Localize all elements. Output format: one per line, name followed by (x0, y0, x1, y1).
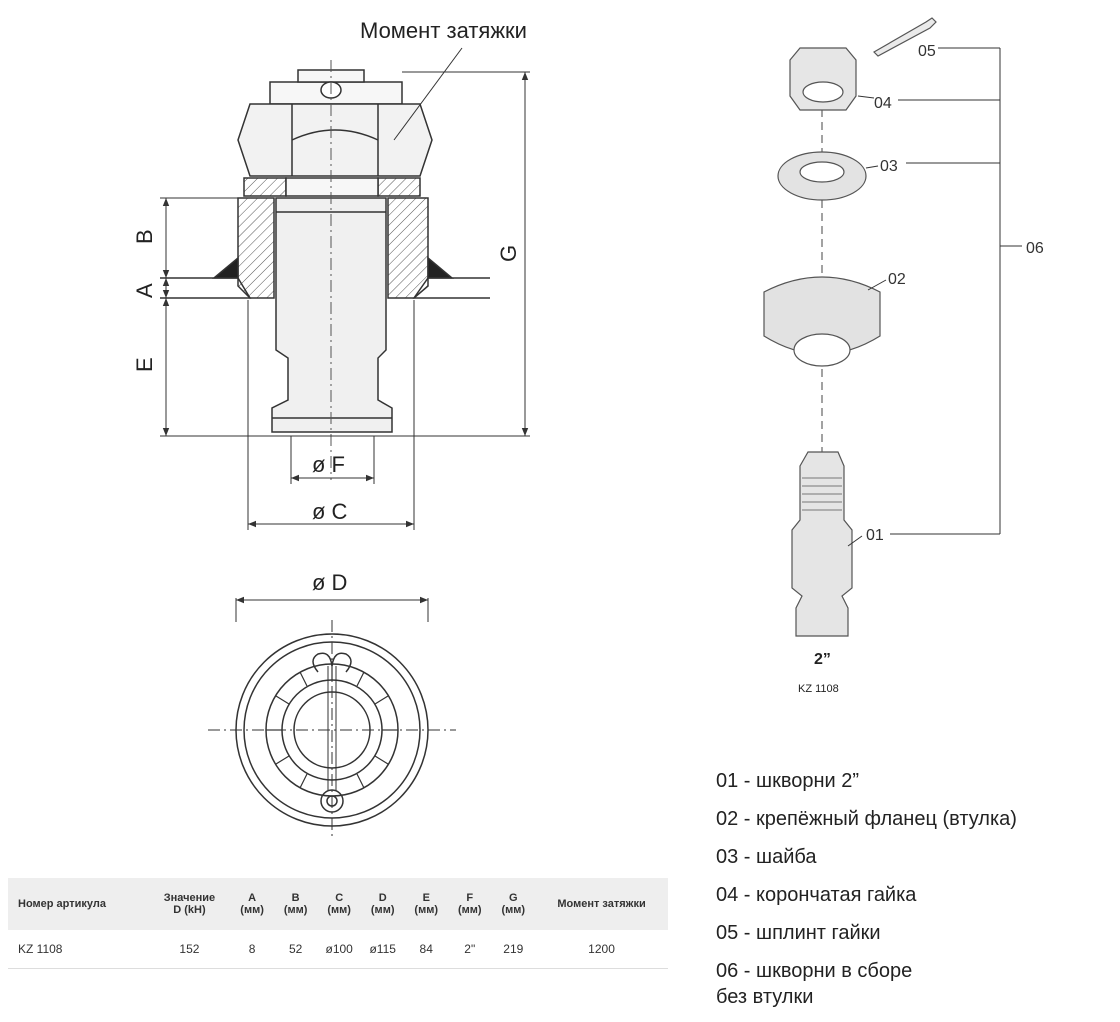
legend-item: 03 - шайба (716, 846, 817, 868)
exploded-view (763, 17, 937, 637)
dim-label-d: ø D (312, 570, 347, 595)
washer-gap (285, 177, 379, 197)
dim-label-b: B (132, 229, 157, 244)
dim-label-a: A (132, 283, 157, 298)
column-header-text: C (335, 892, 344, 904)
part-01-kingpin (791, 451, 853, 637)
column-header-text: Значение (163, 892, 216, 904)
kingpin-body (271, 197, 393, 433)
column-header-text: D (378, 892, 387, 904)
dimension-lines (160, 47, 530, 530)
dim-label-e: E (132, 357, 157, 372)
legend-item: 06 - шкворни в сборе без втулки (716, 960, 913, 1008)
plate-left (160, 277, 252, 299)
column-header-text: (мм) (370, 904, 395, 916)
column-header: Момент затяжки (535, 878, 668, 930)
column-header: C(мм) (317, 878, 361, 930)
table-cell: KZ 1108 (8, 930, 149, 969)
legend-item: 02 - крепёжный фланец (втулка) (716, 808, 1017, 830)
column-header-text: E (422, 892, 430, 904)
part-05-cotter-pin (873, 17, 937, 57)
dim-label-f: ø F (312, 452, 345, 477)
table-cell: ø100 (317, 930, 361, 969)
washer-section-left (243, 177, 287, 197)
column-header-text: (мм) (327, 904, 351, 916)
column-header: A(мм) (230, 878, 274, 930)
dim-label-g: G (496, 245, 521, 262)
bushing-section-right (387, 197, 429, 299)
column-header: G(мм) (491, 878, 536, 930)
column-header-text: (мм) (414, 904, 439, 916)
column-header-text: F (466, 892, 474, 904)
weld-left (211, 256, 239, 279)
table-cell: 219 (491, 930, 536, 969)
part-label-03: 03 (880, 158, 898, 175)
part-label-06: 06 (1026, 240, 1044, 257)
column-header: B(мм) (273, 878, 318, 930)
legend-item: 04 - корончатая гайка (716, 884, 917, 906)
top-view (208, 596, 456, 838)
column-header-text: G (509, 892, 518, 904)
table-cell: ø115 (360, 930, 405, 969)
column-header-text: Момент затяжки (557, 898, 646, 910)
part-label-05: 05 (918, 43, 936, 60)
legend-item: 01 - шкворни 2” (716, 770, 860, 792)
table-cell: 1200 (535, 930, 668, 969)
plate-right (412, 277, 490, 299)
washer-section-right (377, 177, 421, 197)
column-header: D(мм) (360, 878, 405, 930)
legend-item: 05 - шплинт гайки (716, 922, 881, 944)
parts-legend: 01 - шкворни 2” 02 - крепёжный фланец (в… (716, 768, 1096, 1022)
part-02-flange (763, 276, 881, 355)
torque-callout: Момент затяжки (360, 18, 527, 43)
part-label-01: 01 (866, 527, 884, 544)
part-label-02: 02 (888, 271, 906, 288)
dim-label-c: ø C (312, 499, 348, 524)
bushing-section-left (237, 197, 275, 299)
column-header-text: B (291, 892, 300, 904)
column-header-text: (мм) (240, 904, 264, 916)
hex-nut (237, 103, 433, 177)
column-header-text: A (248, 892, 257, 904)
article-label: KZ 1108 (798, 683, 839, 695)
section-view (160, 69, 490, 433)
weld-right (427, 256, 455, 279)
callout-leaders (847, 47, 1022, 547)
column-header: Номер артикула (8, 878, 149, 930)
column-header-text: (мм) (501, 904, 526, 916)
table-cell: 2" (448, 930, 492, 969)
table-cell: 152 (148, 930, 231, 969)
part-label-04: 04 (874, 95, 892, 112)
table-cell: 8 (230, 930, 274, 969)
column-header: F(мм) (448, 878, 492, 930)
size-label: 2” (814, 651, 831, 668)
column-header-text: Номер артикула (18, 898, 106, 910)
column-header-text: D (kH) (173, 904, 206, 916)
column-header: E(мм) (404, 878, 448, 930)
column-header-text: (мм) (283, 904, 308, 916)
table-cell: 84 (404, 930, 448, 969)
table-cell: 52 (273, 930, 318, 969)
column-header-text: (мм) (457, 904, 482, 916)
